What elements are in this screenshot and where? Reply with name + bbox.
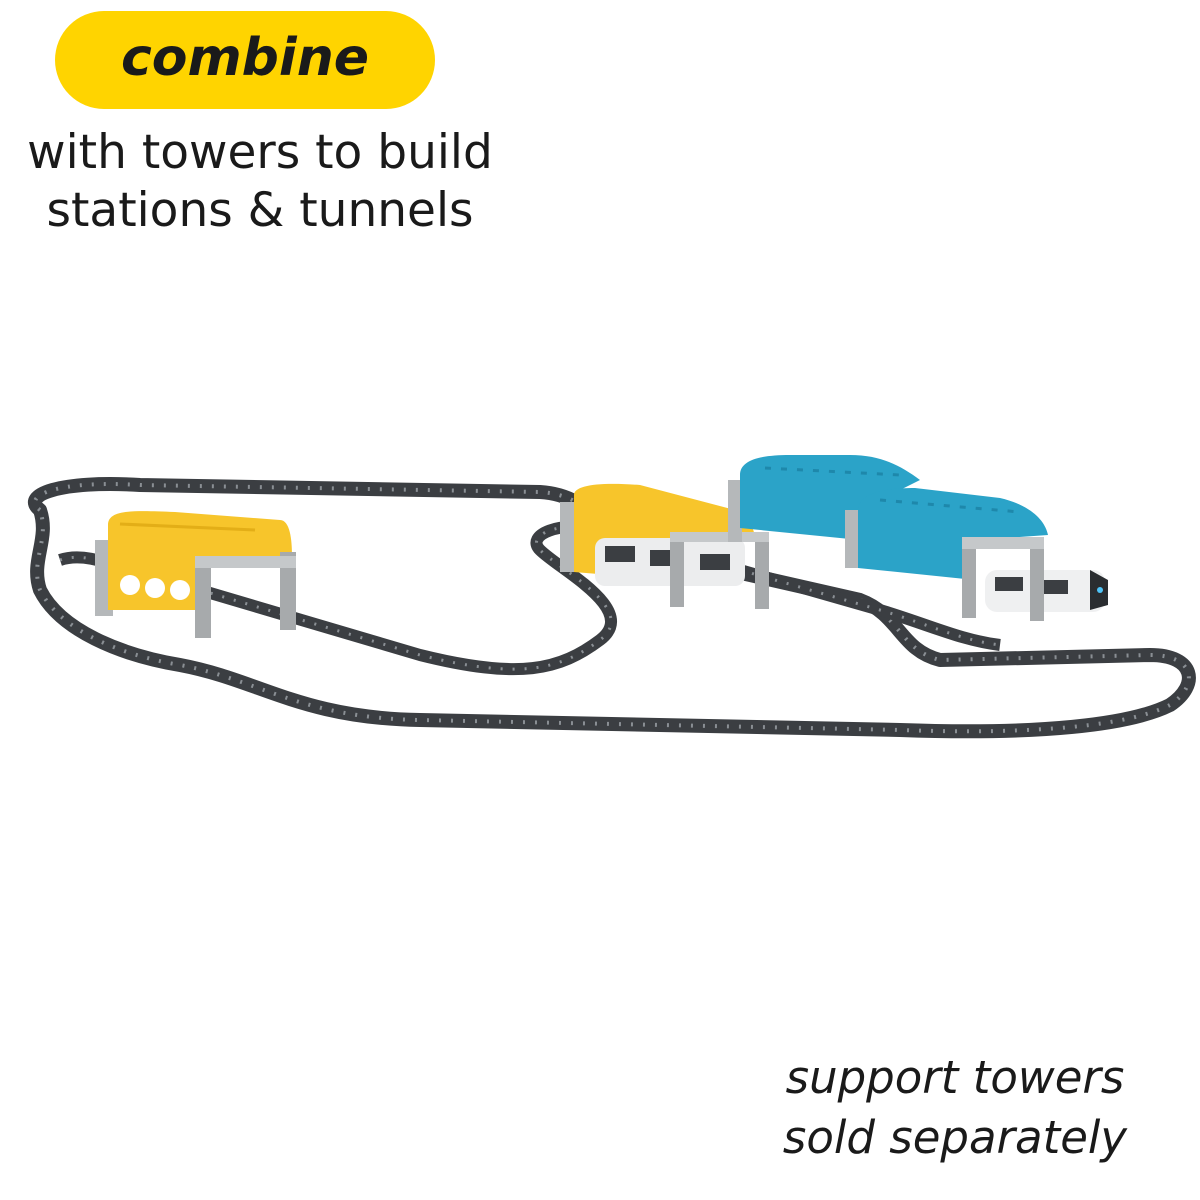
headline-line-1: with towers to build — [27, 125, 493, 180]
headline: with towers to build stations & tunnels — [0, 124, 520, 240]
headline-line-2: stations & tunnels — [46, 183, 474, 238]
badge-label: combine — [120, 28, 370, 88]
footnote: support towers sold separately — [740, 1048, 1170, 1168]
combine-badge: combine — [55, 11, 435, 109]
footnote-line-1: support towers — [785, 1051, 1125, 1104]
left-yellow-station — [95, 511, 296, 638]
middle-yellow-station — [560, 483, 769, 609]
blue-tunnel — [728, 455, 1108, 621]
train-track-illustration — [28, 455, 1196, 739]
footnote-line-2: sold separately — [782, 1111, 1128, 1164]
